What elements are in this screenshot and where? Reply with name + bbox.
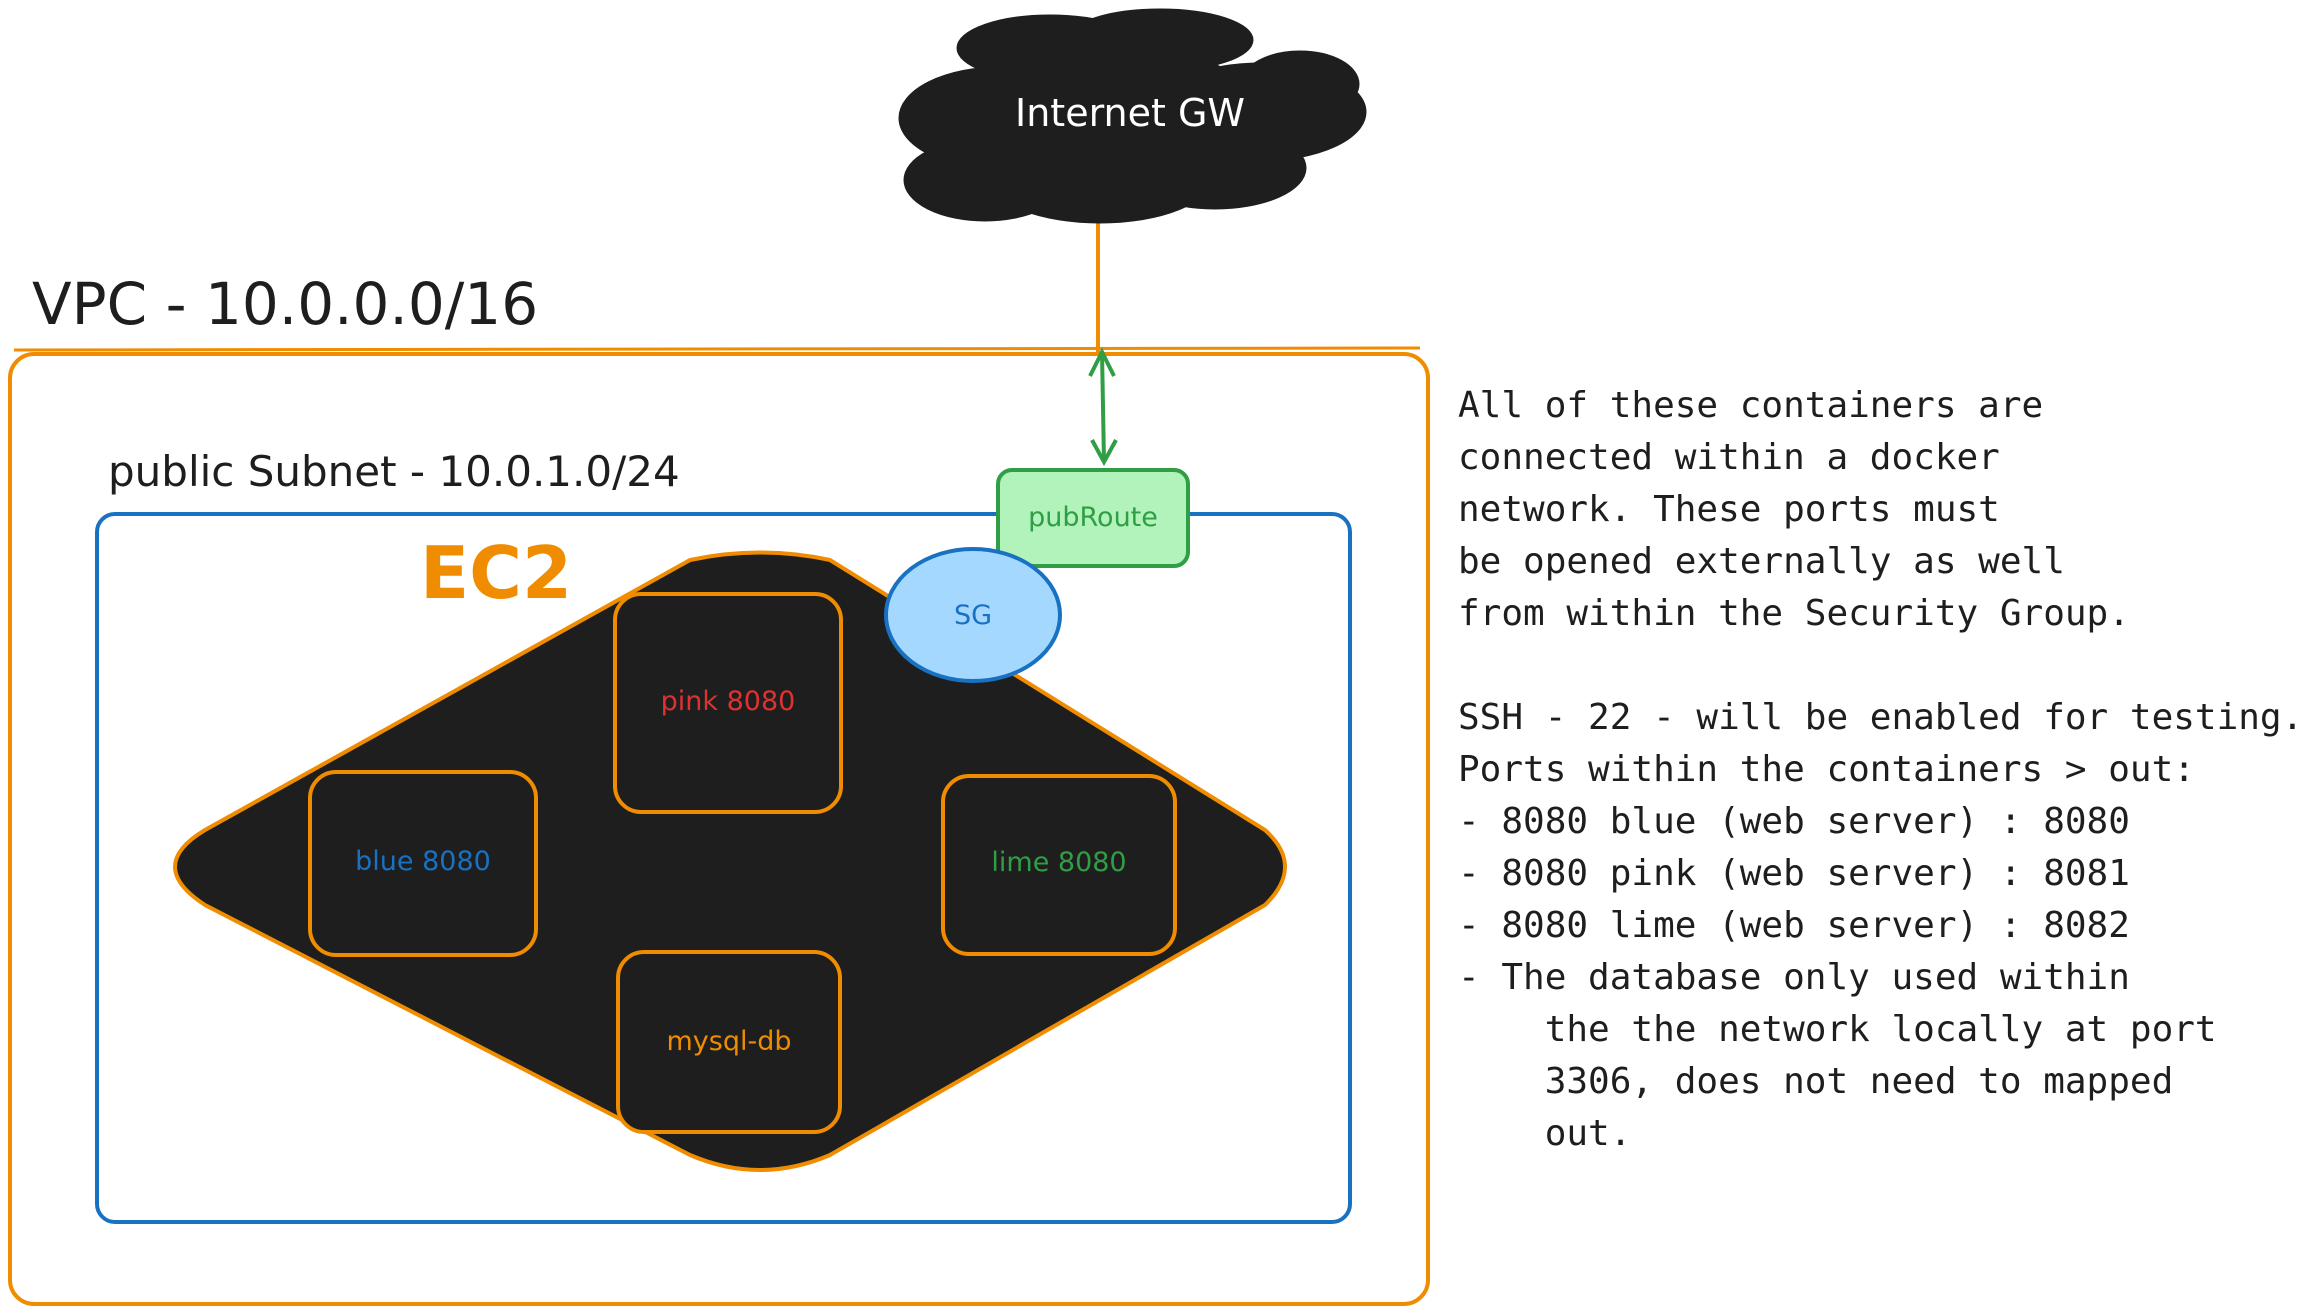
container-mysql-label: mysql-db [666,1026,791,1057]
pub-route-box: pubRoute [996,468,1190,568]
notes-line [1458,640,2233,692]
container-lime: lime 8080 [941,774,1177,956]
pub-route-label: pubRoute [1028,502,1158,533]
subnet-label: public Subnet - 10.0.1.0/24 [108,447,680,496]
notes-line: network. These ports must [1458,489,2000,530]
internet-gateway-cloud [898,8,1367,224]
container-lime-label: lime 8080 [991,847,1126,878]
container-pink-label: pink 8080 [661,686,796,717]
container-pink: pink 8080 [613,592,843,814]
notes-line: - The database only used within [1458,957,2130,998]
security-group-label: SG [954,600,992,631]
notes-line: - 8080 pink (web server) : 8081 [1458,853,2130,894]
notes-text-block: All of these containers are connected wit… [1458,380,2303,1160]
notes-line: - 8080 blue (web server) : 8080 [1458,801,2130,842]
notes-line: SSH - 22 - will be enabled for testing. [1458,697,2303,738]
route-arrow [1088,347,1118,467]
notes-line: connected within a docker [1458,437,2000,478]
architecture-diagram: VPC - 10.0.0.0/16 public Subnet - 10.0.1… [8,8,1430,1306]
notes-line: out. [1458,1113,1632,1154]
notes-line: 3306, does not need to mapped [1458,1061,2174,1102]
notes-line: be opened externally as well [1458,541,2065,582]
container-blue-label: blue 8080 [355,846,491,877]
security-group: SG [884,547,1062,683]
notes-line: the the network locally at port [1458,1009,2217,1050]
container-mysql: mysql-db [616,950,842,1134]
container-blue: blue 8080 [308,770,538,957]
vpc-box [8,346,1430,1306]
notes-line: - 8080 lime (web server) : 8082 [1458,905,2130,946]
vpc-label: VPC - 10.0.0.0/16 [32,270,538,338]
ec2-label: EC2 [420,531,572,615]
subnet-box [95,512,1352,1224]
notes-line: Ports within the containers > out: [1458,749,2195,790]
internet-gateway-label: Internet GW [1015,91,1245,135]
notes-line: from within the Security Group. [1458,593,2130,634]
ec2-instance-shape [173,550,1287,1172]
notes-line: All of these containers are [1458,385,2044,426]
